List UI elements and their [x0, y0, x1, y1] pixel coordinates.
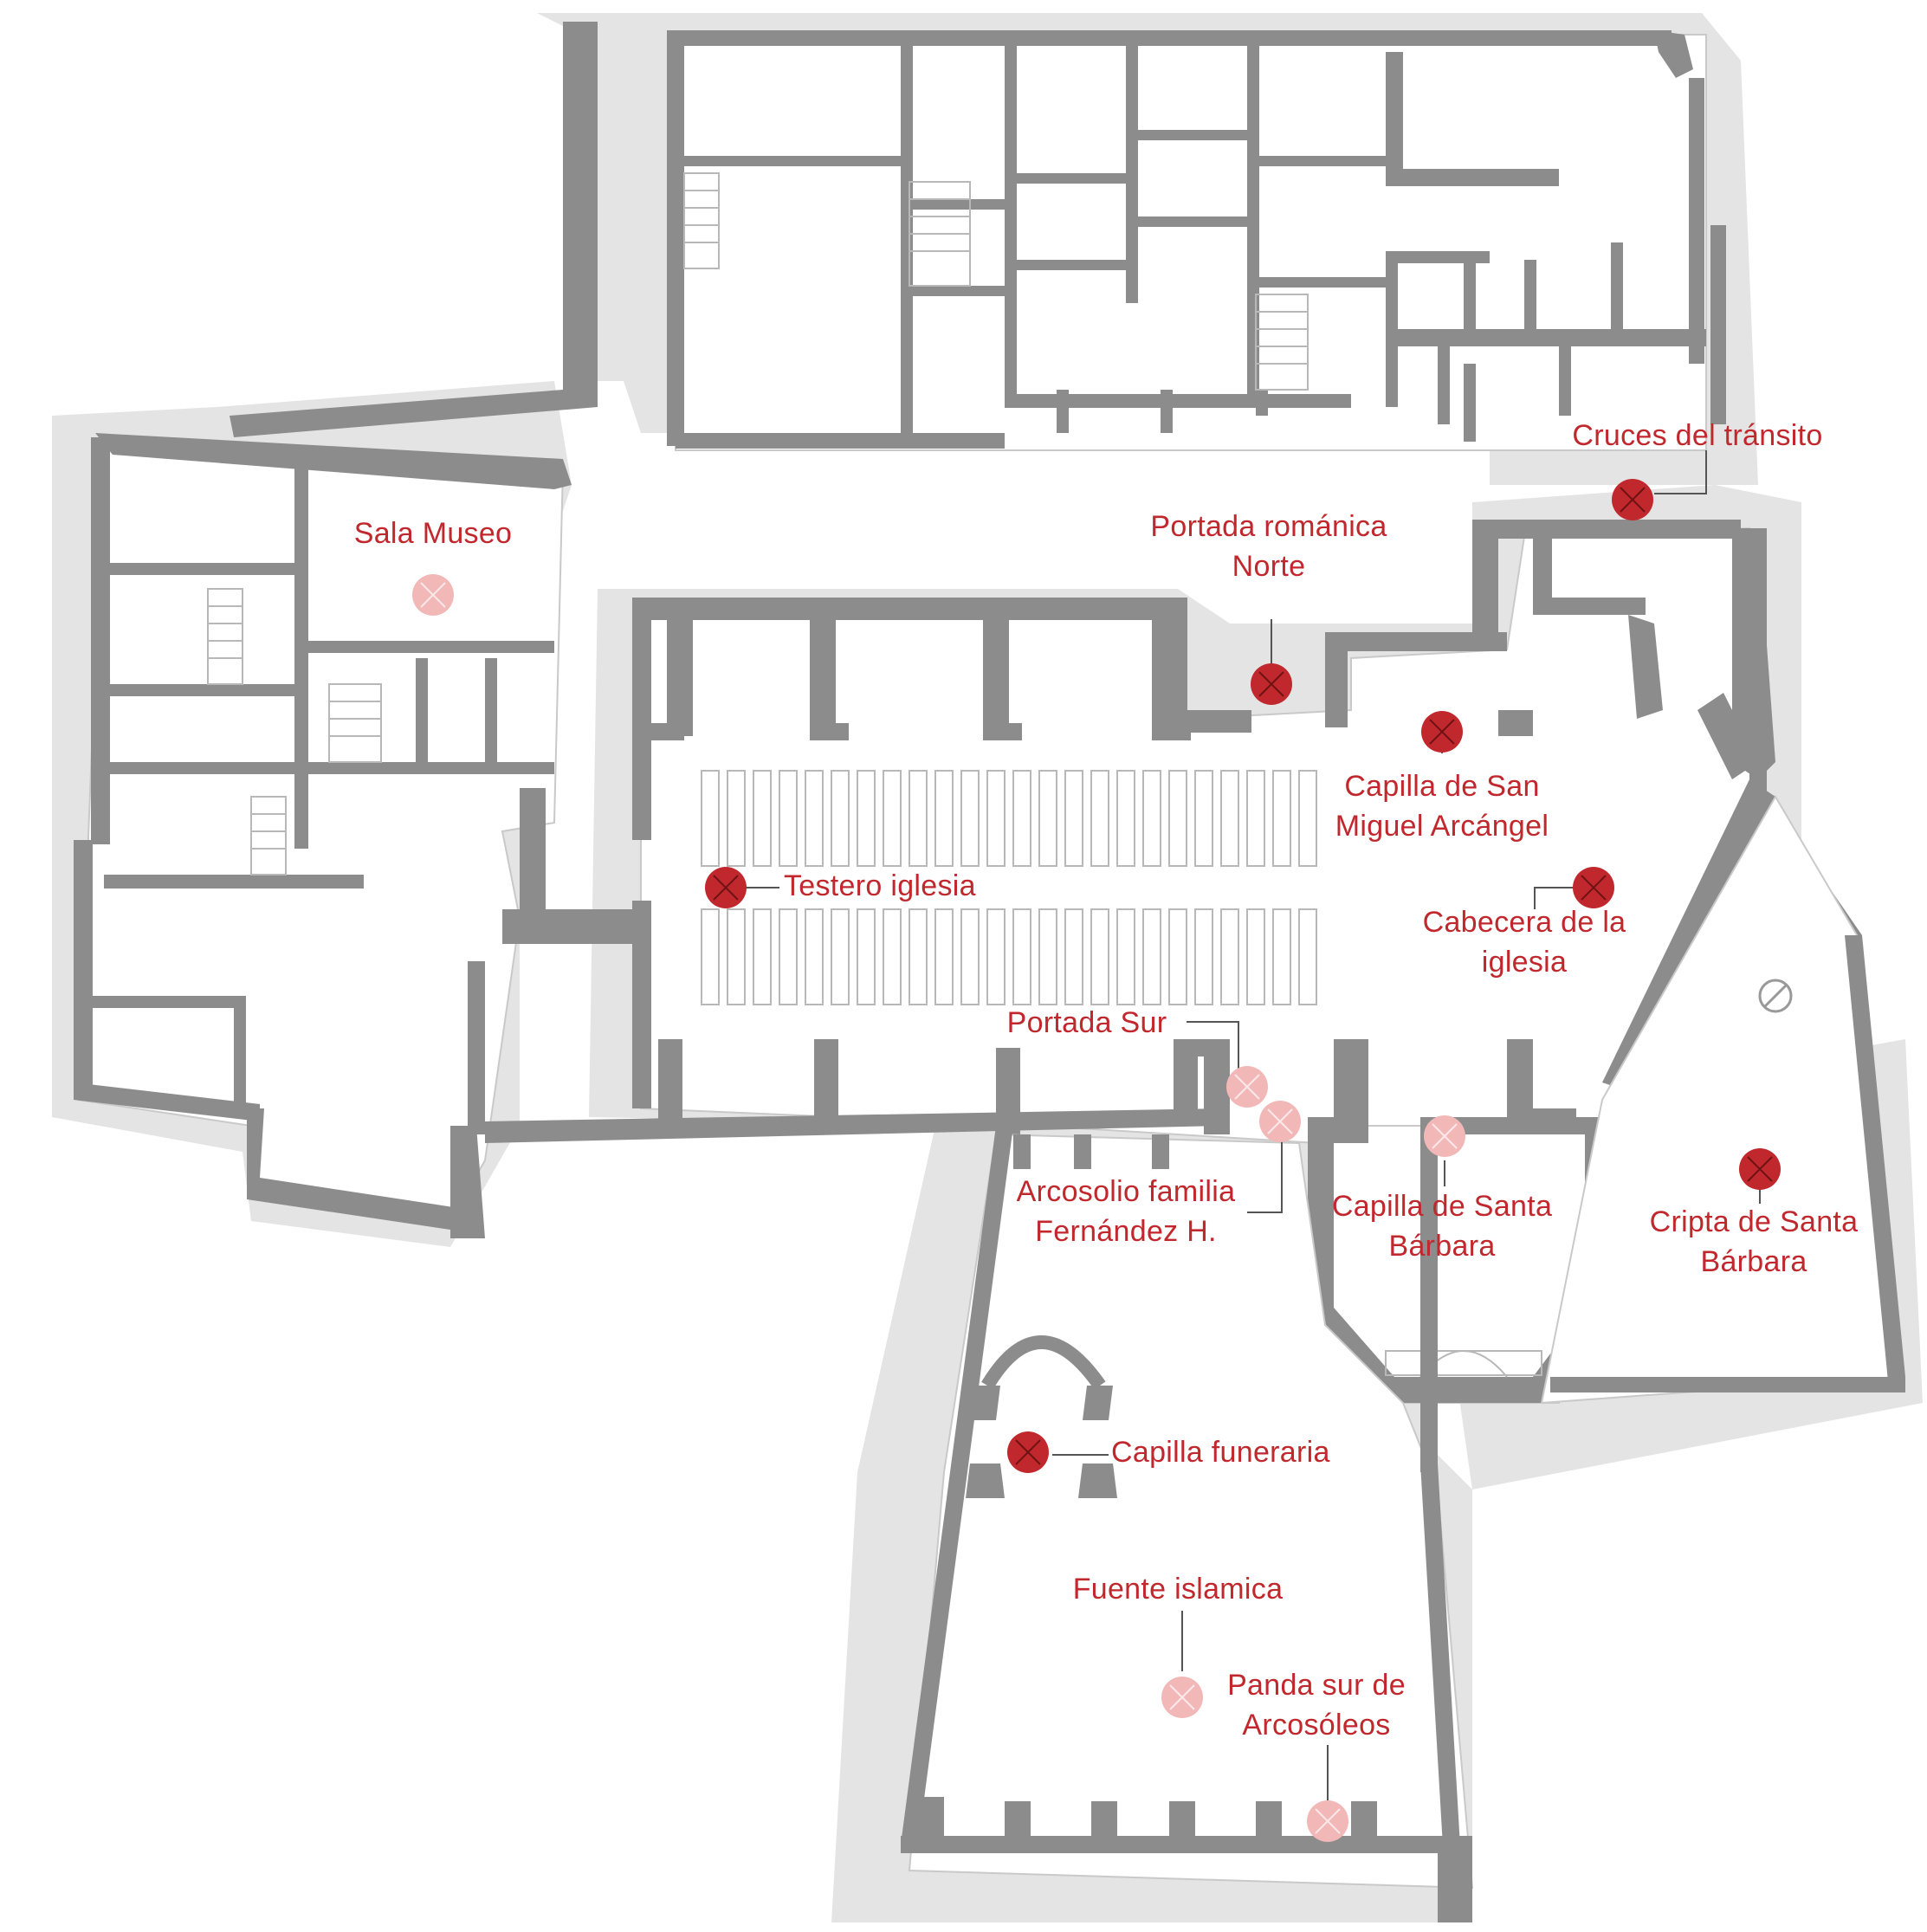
- leader-portada-sur: [1187, 1021, 1239, 1082]
- marker-fuente-islamica[interactable]: [1161, 1677, 1203, 1718]
- label-cruces-del-transito: Cruces del tránsito: [1550, 416, 1845, 456]
- label-line: Capilla de San: [1344, 770, 1540, 803]
- label-capilla-santa-barbara: Capilla de Santa Bárbara: [1299, 1186, 1585, 1266]
- cloister: [901, 1117, 1594, 1922]
- label-sala-museo: Sala Museo: [338, 514, 528, 553]
- label-line: Bárbara: [1388, 1230, 1496, 1263]
- label-arcosolio-fernandez: Arcosolio familia Fernández H.: [996, 1172, 1256, 1251]
- marker-cripta-santa-barbara[interactable]: [1739, 1148, 1781, 1190]
- label-line: Cripta de Santa: [1649, 1205, 1859, 1238]
- label-capilla-funeraria: Capilla funeraria: [1111, 1432, 1388, 1472]
- label-line: Portada Sur: [1006, 1006, 1167, 1039]
- marker-capilla-san-miguel[interactable]: [1421, 711, 1463, 753]
- label-line: Cruces del tránsito: [1572, 419, 1823, 452]
- marker-portada-sur[interactable]: [1226, 1066, 1268, 1108]
- label-line: Cabecera de la: [1422, 906, 1626, 939]
- label-line: Sala Museo: [353, 517, 513, 550]
- north-building: [667, 30, 1726, 451]
- label-line: Portada románica: [1150, 510, 1387, 543]
- marker-capilla-funeraria[interactable]: [1007, 1431, 1049, 1473]
- label-line: Fuente islamica: [1072, 1573, 1284, 1606]
- marker-panda-sur-arcosoleos[interactable]: [1307, 1800, 1348, 1842]
- marker-cabecera-iglesia[interactable]: [1573, 867, 1614, 908]
- marker-capilla-santa-barbara[interactable]: [1424, 1115, 1465, 1157]
- crypt-area: [1540, 528, 1905, 1405]
- leader-cruces: [1654, 450, 1707, 494]
- label-line: Fernández H.: [1035, 1215, 1217, 1248]
- leader-lines: [740, 450, 1761, 1810]
- label-line: Capilla de Santa: [1331, 1190, 1553, 1223]
- label-cripta-santa-barbara: Cripta de Santa Bárbara: [1620, 1202, 1888, 1282]
- label-testero-iglesia: Testero iglesia: [784, 866, 1018, 906]
- marker-sala-museo[interactable]: [412, 574, 454, 616]
- label-line: Arcosolio familia: [1016, 1175, 1236, 1208]
- label-portada-sur: Portada Sur: [987, 1003, 1187, 1043]
- leader-arcosolio: [1247, 1117, 1283, 1213]
- label-line: Testero iglesia: [784, 869, 976, 902]
- marker-arcosolio-fernandez[interactable]: [1259, 1101, 1301, 1142]
- label-line: Capilla funeraria: [1111, 1436, 1330, 1469]
- label-fuente-islamica: Fuente islamica: [1039, 1569, 1316, 1609]
- label-line: Miguel Arcángel: [1335, 810, 1549, 843]
- marker-testero-iglesia[interactable]: [705, 867, 747, 908]
- santa-barbara-chapel: [1308, 1039, 1611, 1403]
- label-line: Bárbara: [1700, 1245, 1807, 1278]
- label-line: Norte: [1232, 550, 1306, 583]
- label-line: Arcosóleos: [1242, 1709, 1391, 1741]
- label-line: iglesia: [1481, 946, 1568, 979]
- marker-portada-romanica-norte[interactable]: [1251, 663, 1292, 705]
- west-wing: [74, 433, 632, 1238]
- label-portada-romanica-norte: Portada románica Norte: [1122, 507, 1416, 586]
- label-cabecera-iglesia: Cabecera de la iglesia: [1394, 902, 1654, 982]
- markers: [412, 479, 1781, 1842]
- label-capilla-san-miguel: Capilla de San Miguel Arcángel: [1299, 766, 1585, 846]
- marker-cruces-del-transito[interactable]: [1612, 479, 1653, 520]
- funerary-chapel-octagon: [966, 1335, 1117, 1498]
- west-corridor: [230, 22, 598, 437]
- label-panda-sur-arcosoleos: Panda sur de Arcosóleos: [1187, 1665, 1446, 1745]
- label-line: Panda sur de: [1227, 1669, 1406, 1702]
